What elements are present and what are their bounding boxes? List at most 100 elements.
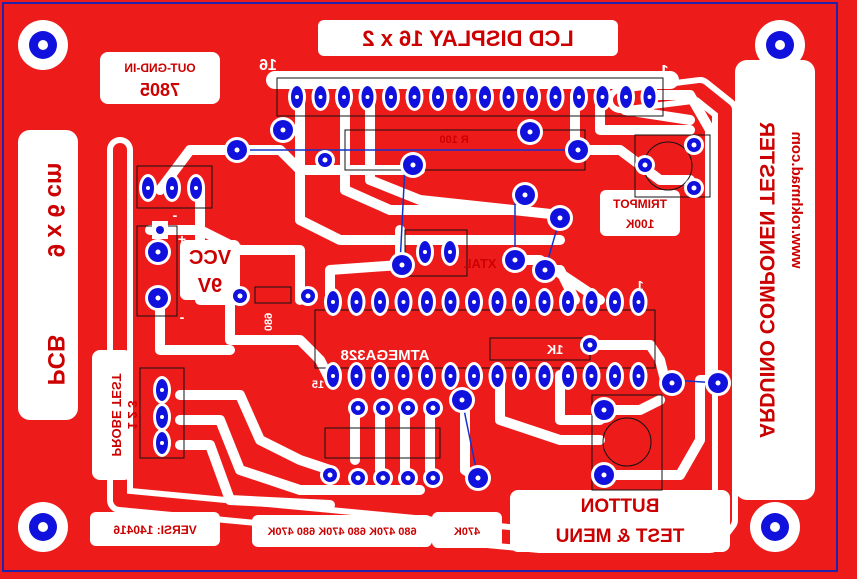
mcu-pad-hole bbox=[495, 300, 500, 304]
versi-label: VERSI: 140416 bbox=[113, 523, 197, 537]
round-pad-hole bbox=[280, 127, 286, 133]
mcu-pad-hole bbox=[495, 374, 500, 378]
mcu-pad-hole bbox=[589, 300, 594, 304]
bottom-resistor-pad-hole bbox=[430, 475, 436, 481]
round-pad-hole bbox=[557, 215, 563, 221]
resistor-680-label: 680 bbox=[263, 313, 275, 331]
round-pad-hole bbox=[305, 293, 311, 299]
probe-pad-hole bbox=[160, 388, 164, 392]
lcd-pad-hole bbox=[647, 95, 652, 99]
lcd-pad-hole bbox=[553, 95, 558, 99]
lcd-pad-hole bbox=[600, 95, 605, 99]
lcd-pad-hole bbox=[342, 95, 346, 99]
bottom-resistor-pad-hole bbox=[405, 475, 411, 481]
mcu-pin-15-label: 15 bbox=[312, 379, 324, 391]
resistor-1k-label: 1K bbox=[546, 342, 563, 357]
lcd-pad-hole bbox=[530, 95, 534, 99]
vcc-plus-label: + bbox=[178, 231, 186, 247]
mcu-pad-hole bbox=[542, 374, 547, 378]
round-pad-hole bbox=[237, 293, 243, 299]
lcd-pad-hole bbox=[412, 95, 417, 99]
trimpot-outline bbox=[634, 134, 711, 198]
round-pad-hole bbox=[715, 380, 721, 386]
mounting-hole-top-right bbox=[755, 20, 805, 70]
round-pad-hole bbox=[475, 475, 481, 481]
regulator-name-label: 7805 bbox=[140, 80, 180, 100]
lcd-title-label: LCD DISPLAY 16 x 2 bbox=[362, 26, 574, 51]
button-pad-hole bbox=[601, 472, 607, 478]
mcu-pad-hole bbox=[425, 300, 429, 304]
bottom-resistor-pad-hole bbox=[355, 475, 361, 481]
round-pad-hole bbox=[587, 342, 593, 348]
mcu-pad-hole bbox=[448, 300, 453, 304]
probe-connector-outline bbox=[139, 367, 185, 459]
mcu-pad-hole bbox=[566, 300, 570, 304]
probe-label: PROBE TEST bbox=[109, 373, 124, 456]
button-pad-hole bbox=[601, 407, 607, 413]
round-pad-hole bbox=[234, 147, 240, 153]
mounting-holes bbox=[18, 20, 805, 552]
mcu-pad-hole bbox=[636, 374, 641, 378]
mcu-pad-hole bbox=[613, 374, 617, 378]
mounting-hole-bottom-left bbox=[18, 502, 68, 552]
vcc-label: VCC bbox=[189, 247, 231, 269]
mcu-pad-hole bbox=[519, 374, 523, 378]
lcd-header-outline bbox=[276, 77, 664, 117]
side-url-label: www.rokhmad.com bbox=[788, 132, 805, 270]
bottom-resistor-pad-hole bbox=[430, 405, 436, 411]
solder-pads bbox=[139, 83, 731, 491]
resistor-100-label: R 100 bbox=[439, 134, 468, 146]
round-pad-hole bbox=[527, 129, 533, 135]
mcu-pad-hole bbox=[448, 374, 453, 378]
mcu-pad-hole bbox=[472, 374, 476, 378]
mcu-pad-hole bbox=[401, 300, 406, 304]
trimpot-pad-hole bbox=[642, 162, 648, 168]
lcd-pad-hole bbox=[459, 95, 464, 99]
trimpot-pad-hole bbox=[691, 185, 697, 191]
xtal-label: XTAL bbox=[463, 256, 496, 271]
vcc-pad-hole bbox=[155, 249, 161, 255]
mcu-pad-hole bbox=[354, 374, 359, 378]
trimpot-label: TRIMPOT bbox=[612, 197, 667, 211]
pcb-label: PCB bbox=[42, 335, 69, 386]
round-pad-hole bbox=[327, 472, 333, 478]
mcu-pad-hole bbox=[378, 374, 382, 378]
copper-traces bbox=[18, 20, 815, 553]
bottom-resistor-pad-hole bbox=[405, 405, 411, 411]
bottom-resistor-values-label: 680 470K 680 470K 680 470K bbox=[267, 526, 416, 538]
mcu-pad-hole bbox=[401, 374, 406, 378]
bottom-resistor-pad-hole bbox=[380, 475, 386, 481]
lcd-pad-hole bbox=[295, 95, 299, 99]
regulator-pad-hole bbox=[146, 186, 150, 190]
mcu-pad-hole bbox=[613, 300, 617, 304]
trimpot-pad-hole bbox=[691, 142, 697, 148]
mcu-pad-hole bbox=[566, 374, 570, 378]
lcd-pin-16-label: 16 bbox=[259, 57, 277, 74]
regulator-pad-hole bbox=[194, 186, 198, 190]
mcu-pad-hole bbox=[542, 300, 547, 304]
mcu-pad-hole bbox=[472, 300, 476, 304]
lcd-pad-hole bbox=[436, 95, 440, 99]
lcd-pad-hole bbox=[365, 95, 370, 99]
mcu-pin-1-label: 1 bbox=[636, 278, 643, 293]
vcc-minus-label: - bbox=[180, 309, 185, 325]
mounting-hole-top-left bbox=[18, 20, 68, 70]
resistor-680-outline bbox=[254, 286, 292, 304]
trimpot-value-label: 100K bbox=[625, 217, 654, 231]
probe-pad-hole bbox=[160, 441, 164, 445]
xtal-pad-hole bbox=[448, 250, 452, 254]
mounting-hole-bottom-right bbox=[750, 502, 800, 552]
mcu-pad-hole bbox=[354, 300, 359, 304]
round-pad-hole bbox=[542, 267, 548, 273]
probe-pins-label: 1 2 3 bbox=[125, 401, 140, 430]
button-circle-outline bbox=[602, 417, 652, 467]
round-pad-hole bbox=[512, 257, 518, 263]
lcd-pad-hole bbox=[624, 95, 628, 99]
vcc-pad-hole bbox=[155, 295, 161, 301]
mcu-pad-hole bbox=[589, 374, 594, 378]
mcu-pad-hole bbox=[519, 300, 523, 304]
vcc-square-pad-hole bbox=[156, 226, 164, 234]
bottom-resistors-outline bbox=[324, 427, 441, 459]
button-label: BUTTON bbox=[581, 496, 660, 517]
